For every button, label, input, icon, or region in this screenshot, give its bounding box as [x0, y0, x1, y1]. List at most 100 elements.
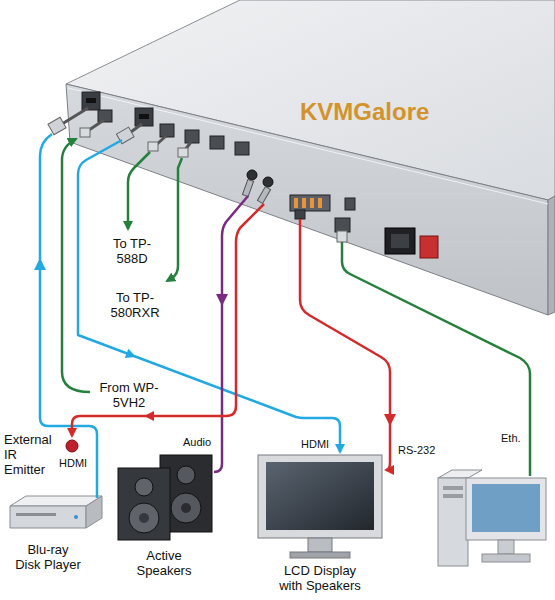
rear-panel-ports-part: [235, 142, 249, 155]
destination-label: To TP-580RXR: [96, 290, 174, 320]
rear-panel-ports-part: [294, 198, 298, 208]
watermark-holder: KVMGalore: [300, 98, 429, 125]
cable-plug-part: [80, 128, 90, 137]
rear-panel-ports-part: [420, 236, 438, 258]
computer-part: [466, 478, 546, 540]
rear-panel-ports-part: [185, 130, 199, 143]
rear-panel-ports-part: [310, 198, 314, 208]
bluray-player: [10, 496, 102, 528]
cable-label: HDMI: [300, 438, 330, 450]
device-name: Blu-ray Disk Player: [14, 542, 82, 572]
active-speakers-part: [171, 493, 201, 523]
source-label-holder: From WP-5VH2: [96, 380, 162, 410]
cable-plug-part: [242, 179, 253, 196]
rear-panel-ports-part: [391, 234, 409, 248]
rear-panel-ports: [82, 92, 438, 258]
rear-panel-ports-part: [302, 198, 306, 208]
cable-label-holder: RS-232: [397, 444, 436, 456]
ir-emitter-dot-part: [66, 440, 78, 452]
active-speakers-part: [181, 503, 191, 513]
switcher-unit-part: [548, 196, 555, 315]
ir-emitter-dot: [66, 440, 78, 452]
lcd-display: [258, 455, 382, 558]
computer-part: [443, 494, 463, 498]
device-label: LCD Display with Speakers: [275, 563, 365, 593]
device-name: LCD Display with Speakers: [275, 563, 365, 593]
rear-panel-ports-part: [263, 177, 273, 187]
rear-panel-ports-part: [385, 228, 415, 254]
cable-plug-part: [337, 231, 347, 242]
bluray-player-part: [16, 513, 56, 516]
device-label: Active Speakers: [128, 548, 200, 578]
destination-label-holder: To TP-580RXR: [96, 290, 174, 320]
bluray-player-part: [74, 515, 78, 519]
cable-label-holder: HDMI: [58, 457, 88, 469]
signal-arrow-part: [384, 414, 396, 426]
signal-arrow-part: [144, 411, 154, 421]
cable-label: HDMI: [58, 457, 88, 469]
bluray-player-part: [10, 506, 86, 528]
rear-panel-ports-part: [345, 198, 355, 210]
cable-part: [62, 139, 90, 392]
cable-label-holder: Eth.: [500, 432, 522, 444]
lcd-display-part: [308, 538, 332, 552]
device-label: External IR Emitter: [4, 432, 60, 477]
active-speakers-part: [135, 478, 153, 496]
cable-label-holder: Audio: [182, 436, 212, 448]
computer: [438, 470, 546, 566]
bluray-player-part: [86, 496, 102, 528]
cable-part: [342, 242, 530, 476]
cable-part: [167, 158, 182, 281]
signal-arrow: [34, 258, 396, 426]
rear-panel-ports-part: [86, 98, 96, 103]
rear-panel-ports-part: [82, 92, 100, 110]
rear-panel-ports-part: [160, 124, 174, 137]
cable-part: [72, 204, 264, 436]
rear-panel-ports-part: [135, 108, 153, 126]
cable-plug-part: [295, 210, 305, 219]
cable-part: [128, 152, 150, 229]
computer-part: [438, 470, 482, 478]
cable-part: [214, 196, 248, 472]
rear-panel-ports-part: [247, 170, 257, 180]
cable-part: [300, 219, 390, 470]
destination-label: To TP-588D: [100, 236, 164, 266]
switcher-unit-part: [66, 84, 548, 315]
destination-label-holder: To TP-588D: [100, 236, 164, 266]
signal-arrow-part: [216, 294, 228, 306]
rear-panel-ports-part: [290, 195, 330, 211]
lcd-display-part: [258, 455, 382, 538]
switcher-unit: [66, 0, 555, 315]
cable-plug-part: [148, 142, 158, 151]
cable-plug: [48, 108, 347, 242]
cable-label: RS-232: [397, 444, 436, 456]
rear-panel-ports-part: [139, 114, 149, 119]
lcd-display-part: [290, 552, 350, 558]
device-label: Blu-ray Disk Player: [14, 542, 82, 572]
signal-arrow-part: [125, 349, 136, 358]
signal-arrow-part: [34, 258, 46, 270]
rear-panel-ports-part: [318, 198, 322, 208]
computer-part: [438, 478, 468, 566]
cable-plug-part: [257, 187, 270, 204]
active-speakers-part: [129, 503, 159, 533]
rear-panel-ports-part: [335, 218, 350, 232]
cable-plug-part: [48, 117, 66, 134]
computer-part: [443, 486, 463, 490]
lcd-display-part: [266, 462, 374, 530]
source-label: From WP-5VH2: [96, 380, 162, 410]
cable-plug-part: [178, 148, 188, 157]
switcher-unit-part: [68, 88, 548, 204]
computer-part: [472, 484, 540, 532]
active-speakers-part: [139, 513, 149, 523]
active-speakers-part: [177, 466, 195, 484]
device-name: External IR Emitter: [4, 432, 60, 477]
device-name: Active Speakers: [128, 548, 200, 578]
computer-part: [482, 554, 530, 562]
cable-label-holder: HDMI: [300, 438, 330, 450]
cable-label: Audio: [182, 436, 212, 448]
rear-panel-ports-part: [210, 136, 224, 149]
rear-panel-ports-part: [98, 110, 112, 122]
